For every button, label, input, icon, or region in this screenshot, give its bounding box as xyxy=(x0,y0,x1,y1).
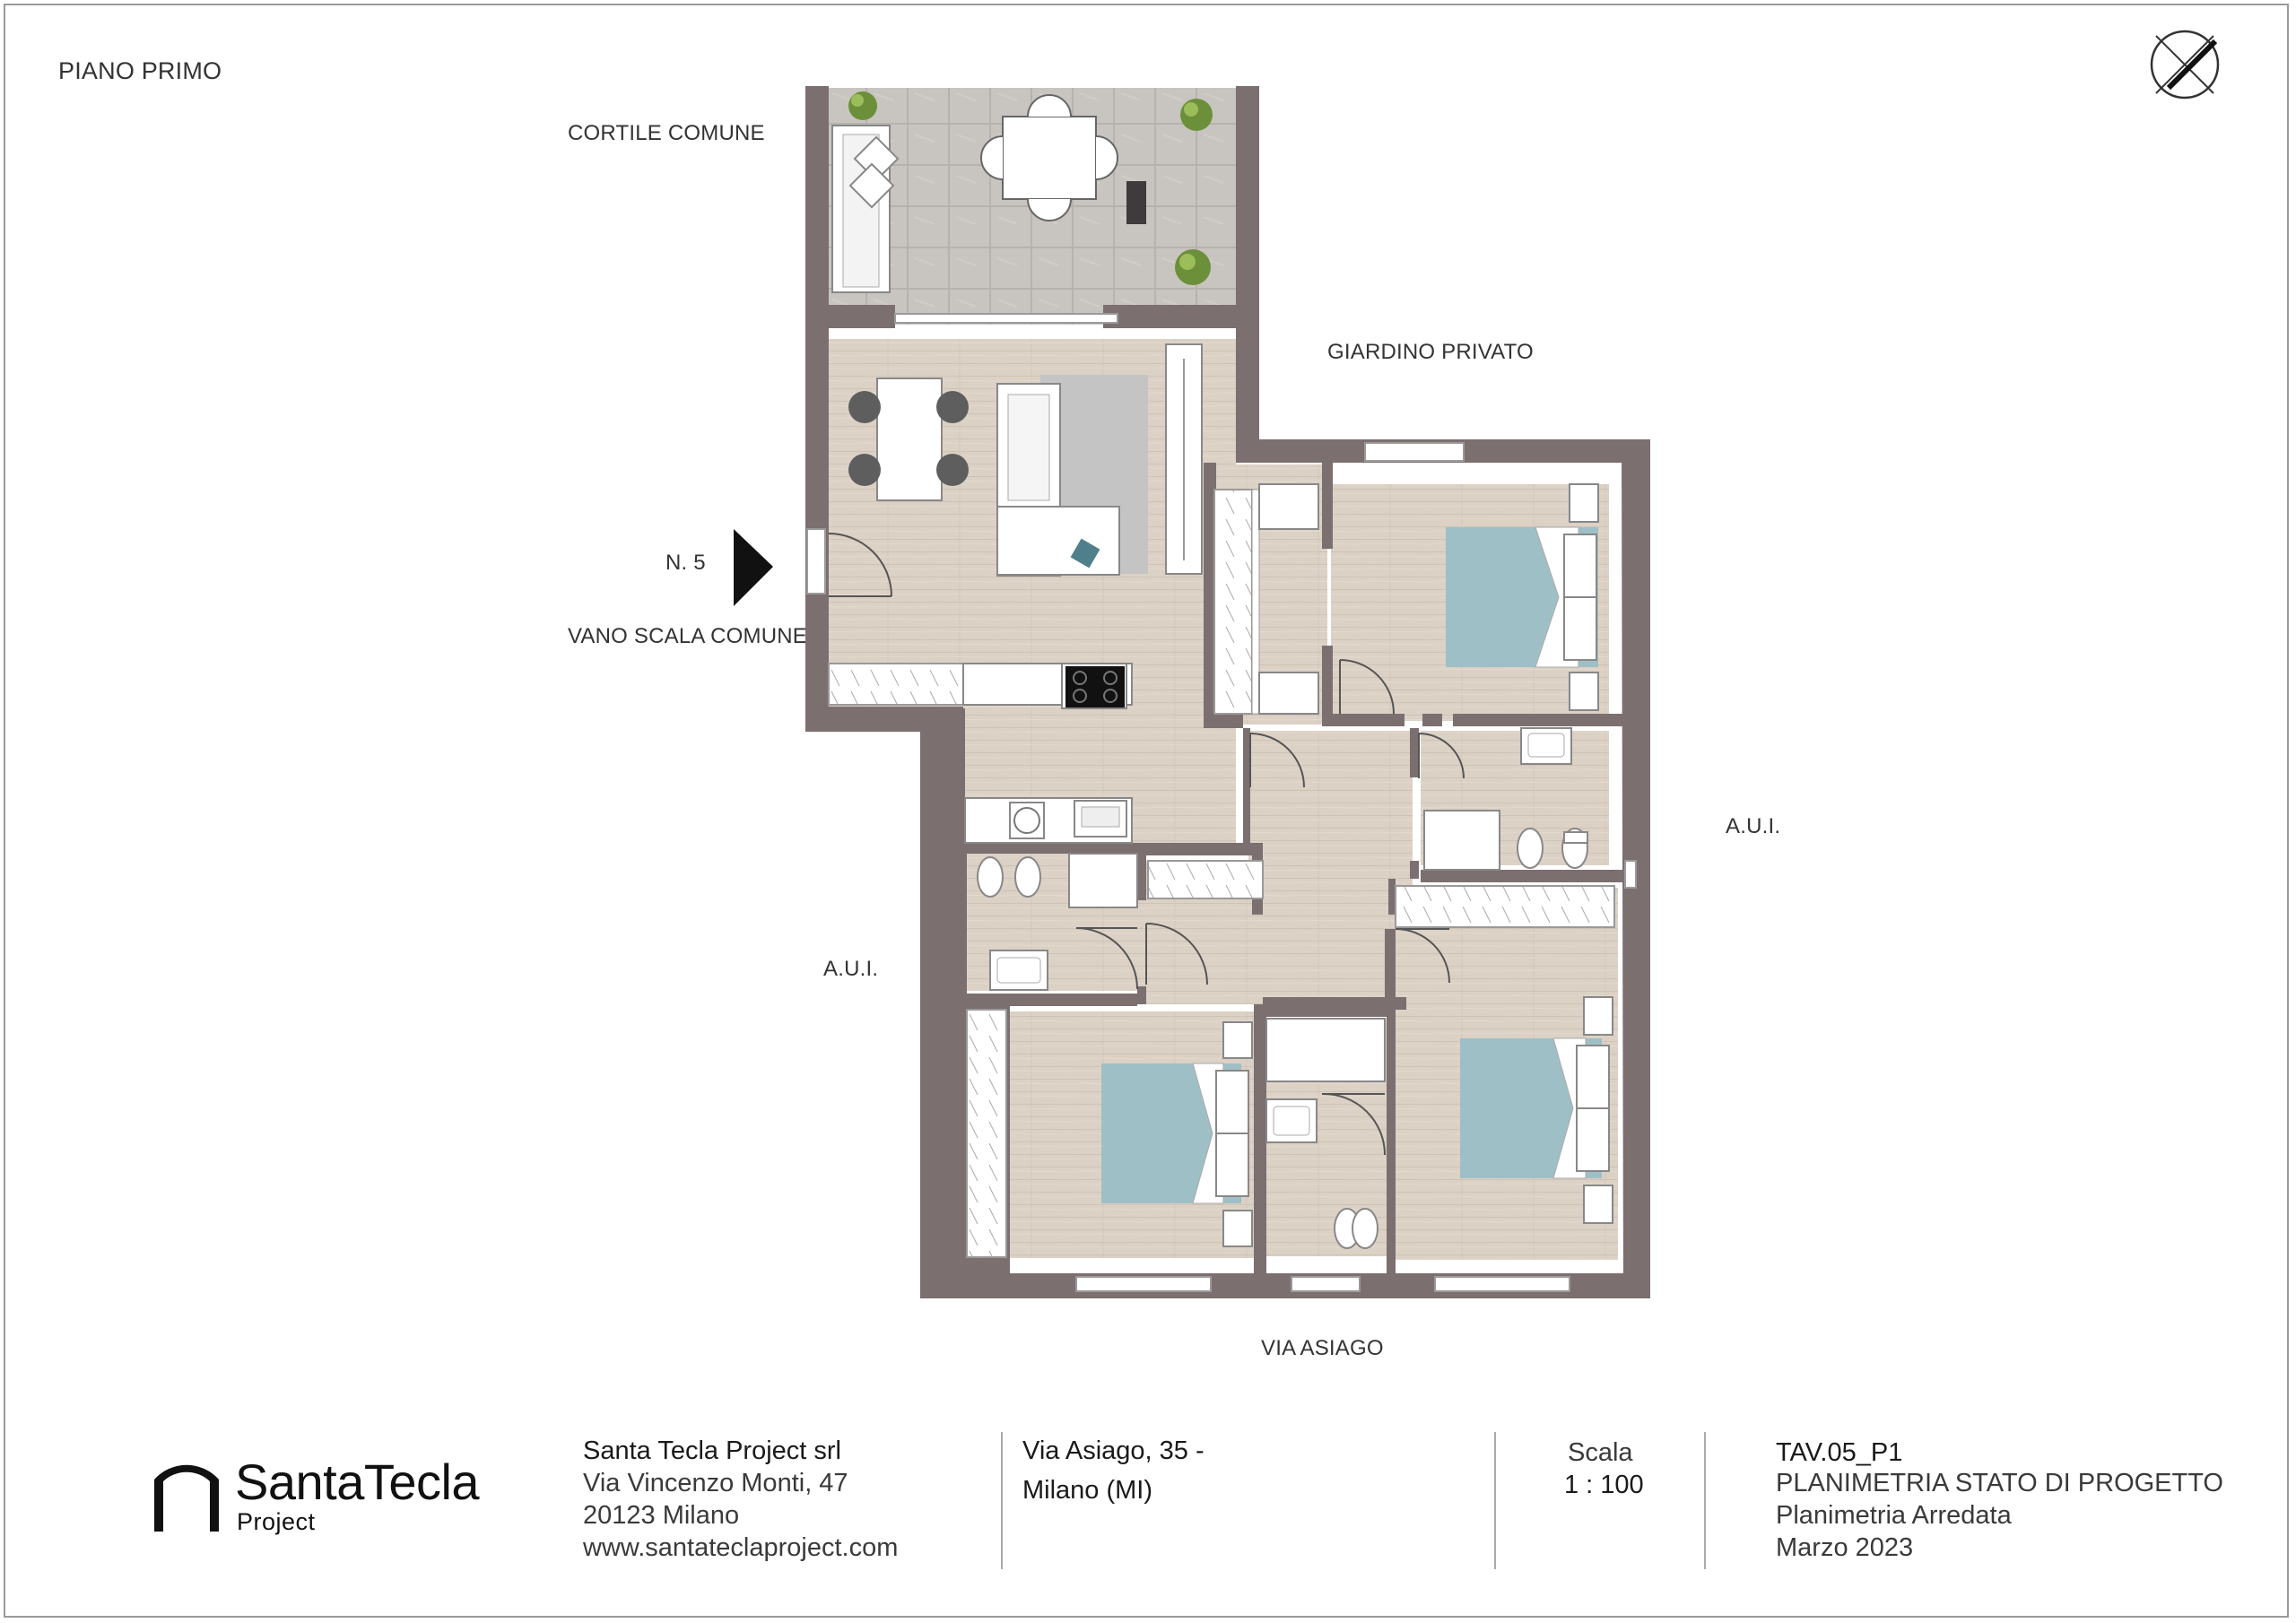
company-city: 20123 Milano xyxy=(583,1501,740,1530)
title-separator xyxy=(1001,1432,1003,1569)
label-vano-scala: VANO SCALA COMUNE xyxy=(568,624,808,648)
bathroom-3-fixtures xyxy=(1265,1018,1386,1249)
bathroom-1-fixtures xyxy=(1423,727,1588,871)
windows xyxy=(806,313,1637,1292)
label-entrance-number: N. 5 xyxy=(665,551,706,575)
company-website: www.santateclaproject.com xyxy=(583,1533,899,1562)
sheet-title: PLANIMETRIA STATO DI PROGETTO xyxy=(1776,1469,2223,1497)
sheet-date: Marzo 2023 xyxy=(1776,1533,1914,1562)
title-separator xyxy=(1494,1432,1496,1569)
sheet-subtitle: Planimetria Arredata xyxy=(1776,1501,2012,1530)
door-swings xyxy=(828,533,1465,1156)
sheet-border xyxy=(4,4,2289,1618)
label-cortile-comune: CORTILE COMUNE xyxy=(568,121,765,145)
north-arrow-icon xyxy=(2150,30,2220,100)
site-address-line1: Via Asiago, 35 - xyxy=(1022,1436,1205,1465)
site-address-line2: Milano (MI) xyxy=(1022,1476,1153,1505)
label-giardino-privato: GIARDINO PRIVATO xyxy=(1327,340,1534,364)
living-furniture xyxy=(828,343,1203,844)
scale-value: 1 : 100 xyxy=(1564,1471,1644,1499)
company-address: Via Vincenzo Monti, 47 xyxy=(583,1469,848,1497)
logo-arch-icon xyxy=(154,1464,219,1532)
bedroom-2-furniture xyxy=(966,1009,1253,1258)
label-via-asiago: VIA ASIAGO xyxy=(1261,1336,1384,1360)
label-aui-left: A.U.I. xyxy=(823,957,879,981)
bedroom-1-furniture xyxy=(1213,483,1599,715)
logo-wordmark: SantaTecla xyxy=(235,1454,480,1510)
label-aui-right: A.U.I. xyxy=(1726,814,1781,838)
entrance-arrow-icon xyxy=(734,529,773,606)
sheet-code: TAV.05_P1 xyxy=(1776,1438,1903,1467)
floor-label: PIANO PRIMO xyxy=(58,57,222,84)
bathroom-2-fixtures xyxy=(977,853,1264,991)
cooktop-icon xyxy=(1065,666,1125,707)
terrace-furniture xyxy=(831,91,1213,293)
company-name: Santa Tecla Project srl xyxy=(583,1436,841,1465)
logo-subtitle: Project xyxy=(237,1508,316,1535)
title-separator xyxy=(1704,1432,1706,1569)
scale-label: Scala xyxy=(1568,1438,1633,1467)
bedroom-3-furniture xyxy=(1395,885,1615,1224)
